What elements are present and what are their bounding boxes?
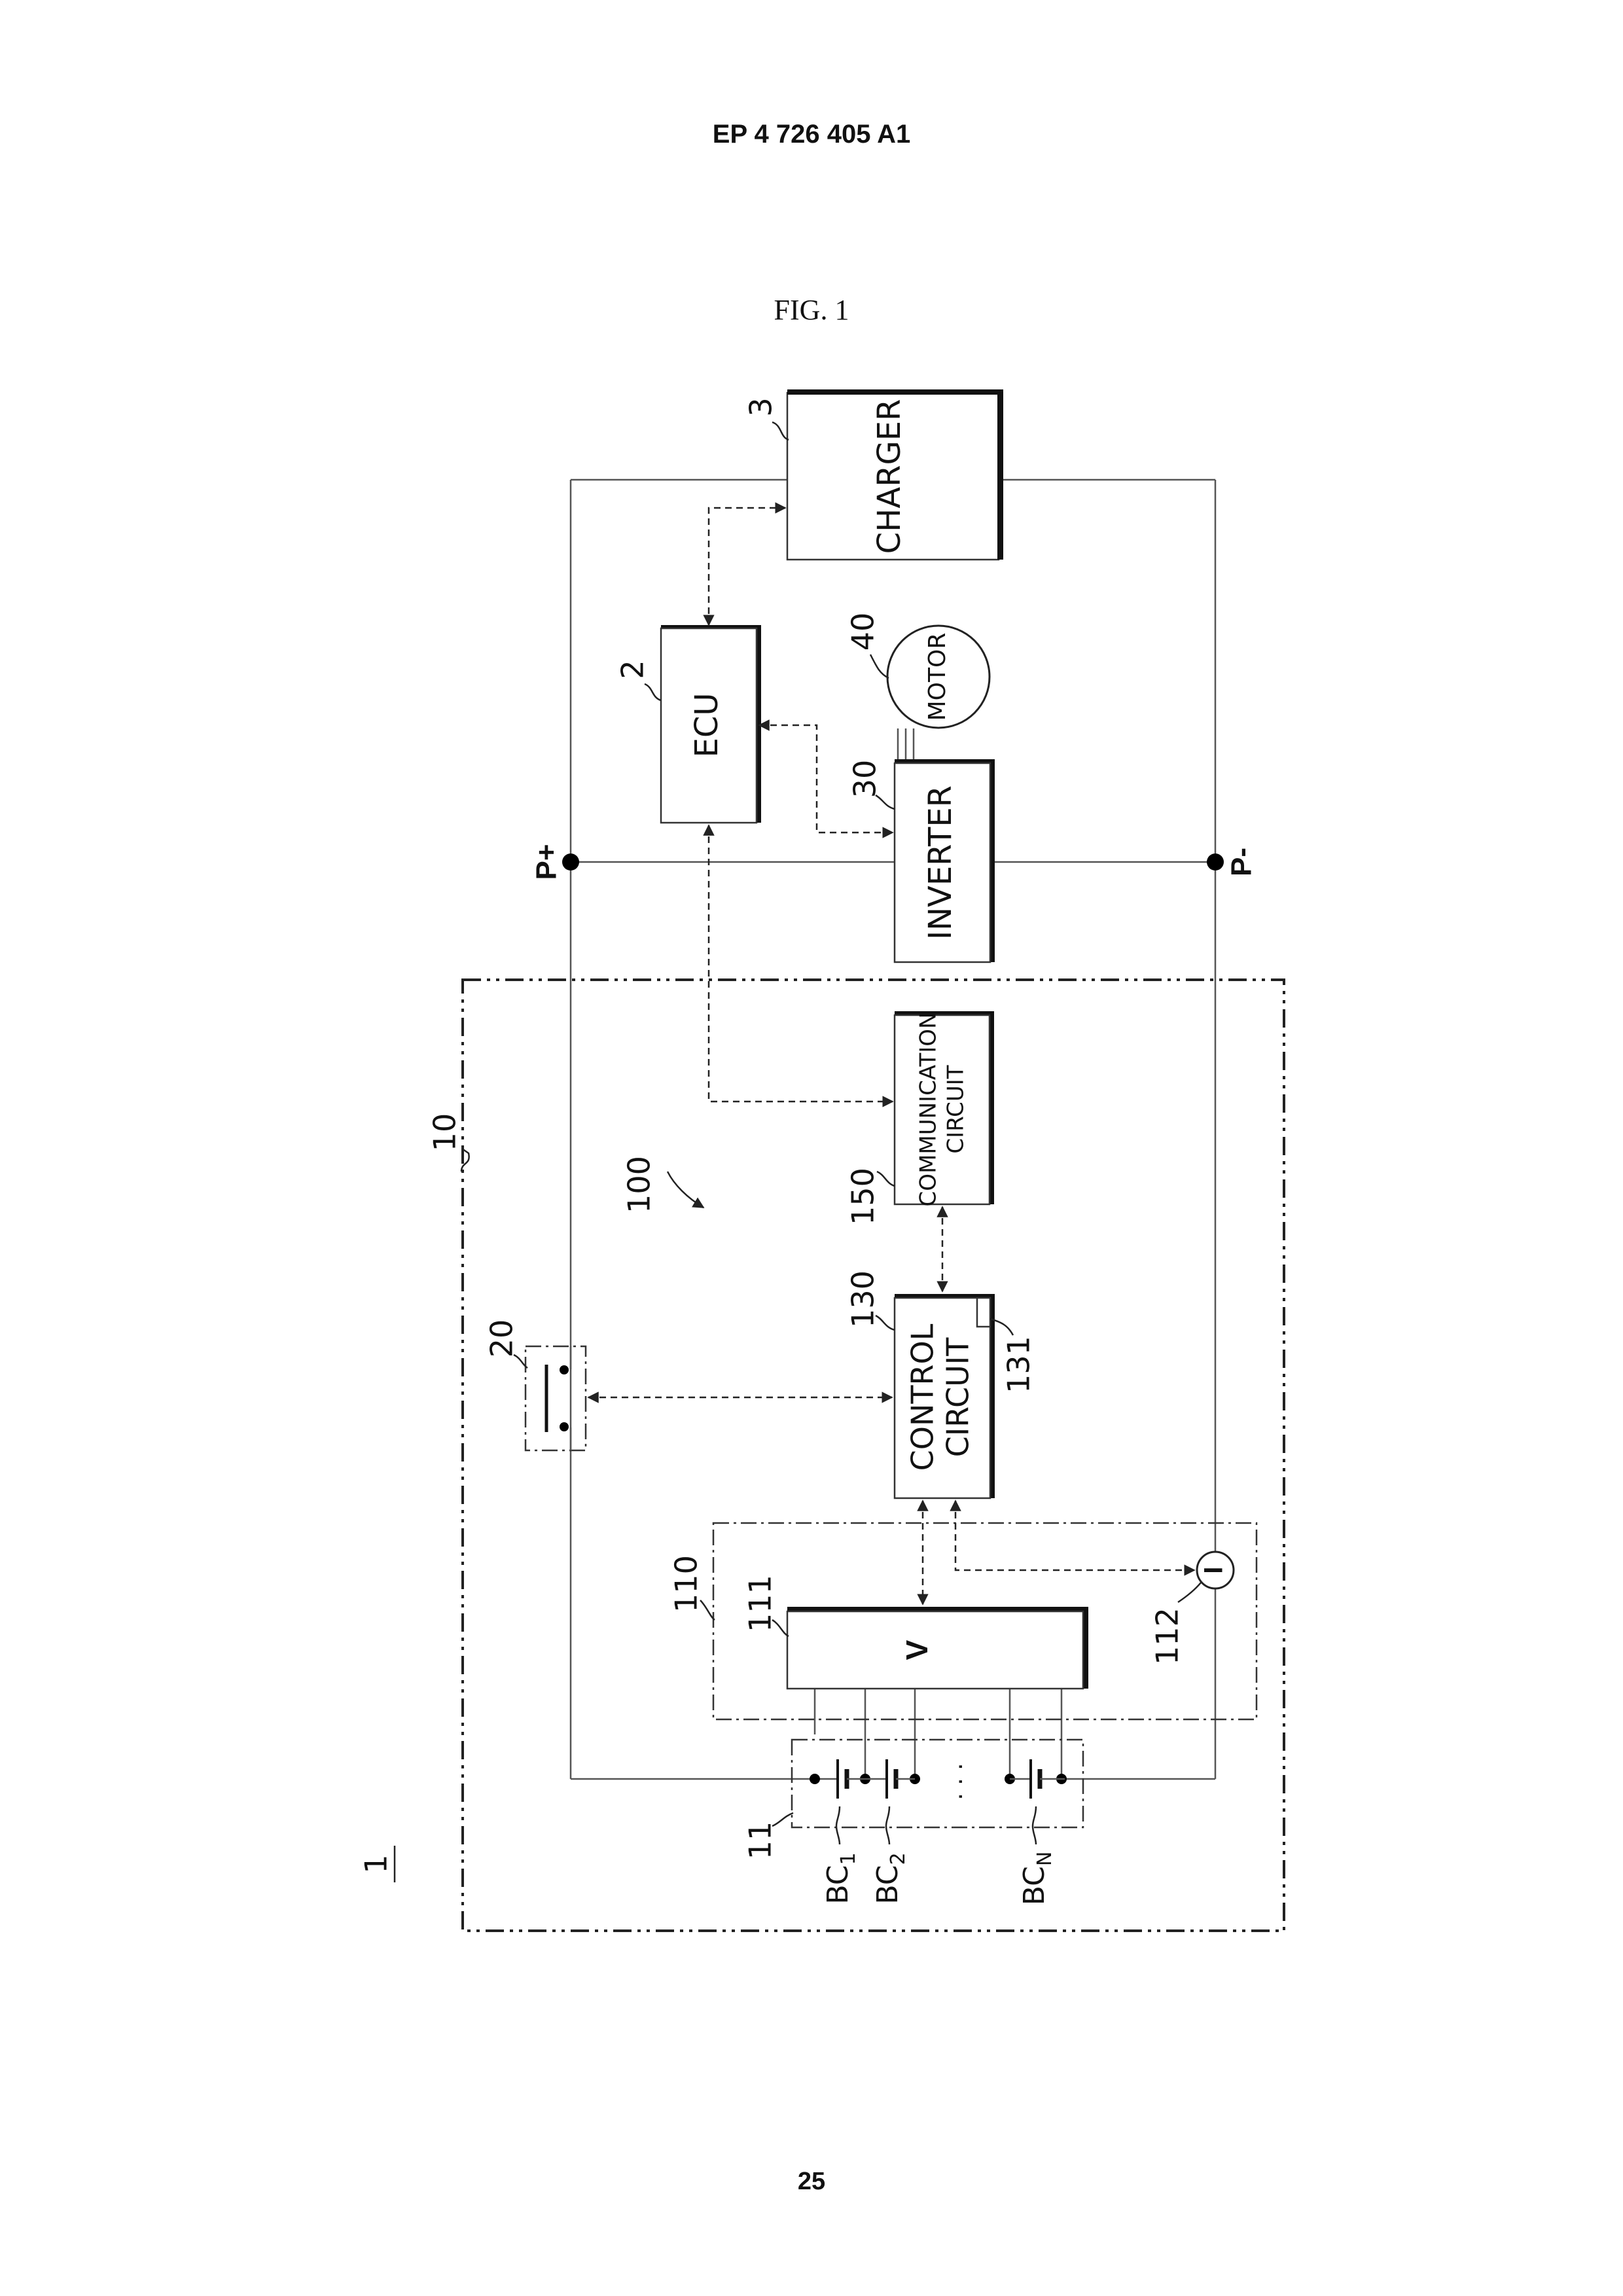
battery-pack-ref: 10 (427, 1113, 463, 1152)
cell-label-bcn: BCN (1018, 1852, 1056, 1906)
inverter-label: INVERTER (922, 785, 959, 940)
ecu-ref: 2 (615, 660, 651, 679)
communication-ref: 150 (846, 1168, 881, 1225)
apparatus-ref: 100 (622, 1156, 657, 1213)
cell-ellipsis: · · · (948, 1763, 974, 1800)
charger-ref: 3 (743, 397, 779, 416)
charger-block: CHARGER 3 (743, 389, 1004, 560)
svg-text:BC2: BC2 (871, 1852, 910, 1904)
current-sensor-block: I 112 (1150, 1552, 1234, 1665)
cell-group-ref: 11 (743, 1821, 778, 1860)
cell-group-block: · · · 11 (743, 1740, 1084, 1859)
memory-ref: 131 (1001, 1336, 1037, 1393)
battery-pack-boundary (463, 980, 1284, 1931)
cell-label-bc2: BC2 (871, 1852, 910, 1904)
motor-ref: 40 (846, 613, 881, 651)
memory-block (977, 1298, 990, 1327)
cell-label-bc1: BC1 (821, 1852, 860, 1904)
communication-label-line1: COMMUNICATION (916, 1013, 942, 1207)
terminal-p-minus-label: P- (1226, 848, 1258, 876)
svg-text:BCN: BCN (1018, 1852, 1056, 1906)
control-label-line1: CONTROL (905, 1323, 940, 1471)
page-number: 25 (0, 2168, 1623, 2196)
control-ref: 130 (846, 1270, 881, 1328)
motor-block: MOTOR 40 (846, 613, 990, 728)
ecu-block: ECU 2 (615, 625, 762, 823)
terminal-p-plus-label: P+ (531, 844, 563, 880)
sensing-unit-ref: 110 (669, 1555, 704, 1613)
ecu-label: ECU (688, 693, 725, 758)
control-label-line2: CIRCUIT (940, 1337, 976, 1458)
terminal-p-plus-dot (562, 853, 579, 870)
charger-label: CHARGER (871, 399, 908, 554)
voltage-sensor-block: V 111 (743, 1575, 1089, 1689)
system-ref: 1 (359, 1854, 394, 1873)
current-sensor-ref: 112 (1150, 1607, 1185, 1665)
terminal-p-minus-dot (1207, 853, 1224, 870)
current-sensor-label: I (1200, 1566, 1228, 1573)
control-circuit-block: CONTROL CIRCUIT 130 131 (846, 1270, 1037, 1498)
voltage-sensor-ref: 111 (743, 1575, 778, 1632)
communication-circuit-block: COMMUNICATION CIRCUIT 150 (846, 1011, 995, 1225)
svg-text:BC1: BC1 (821, 1852, 860, 1904)
relay-ref: 20 (484, 1319, 520, 1358)
communication-label-line2: CIRCUIT (943, 1065, 969, 1153)
inverter-block: INVERTER 30 (847, 759, 995, 962)
voltage-sensor-label: V (900, 1640, 934, 1660)
motor-label: MOTOR (924, 633, 951, 721)
inverter-ref: 30 (847, 760, 883, 798)
